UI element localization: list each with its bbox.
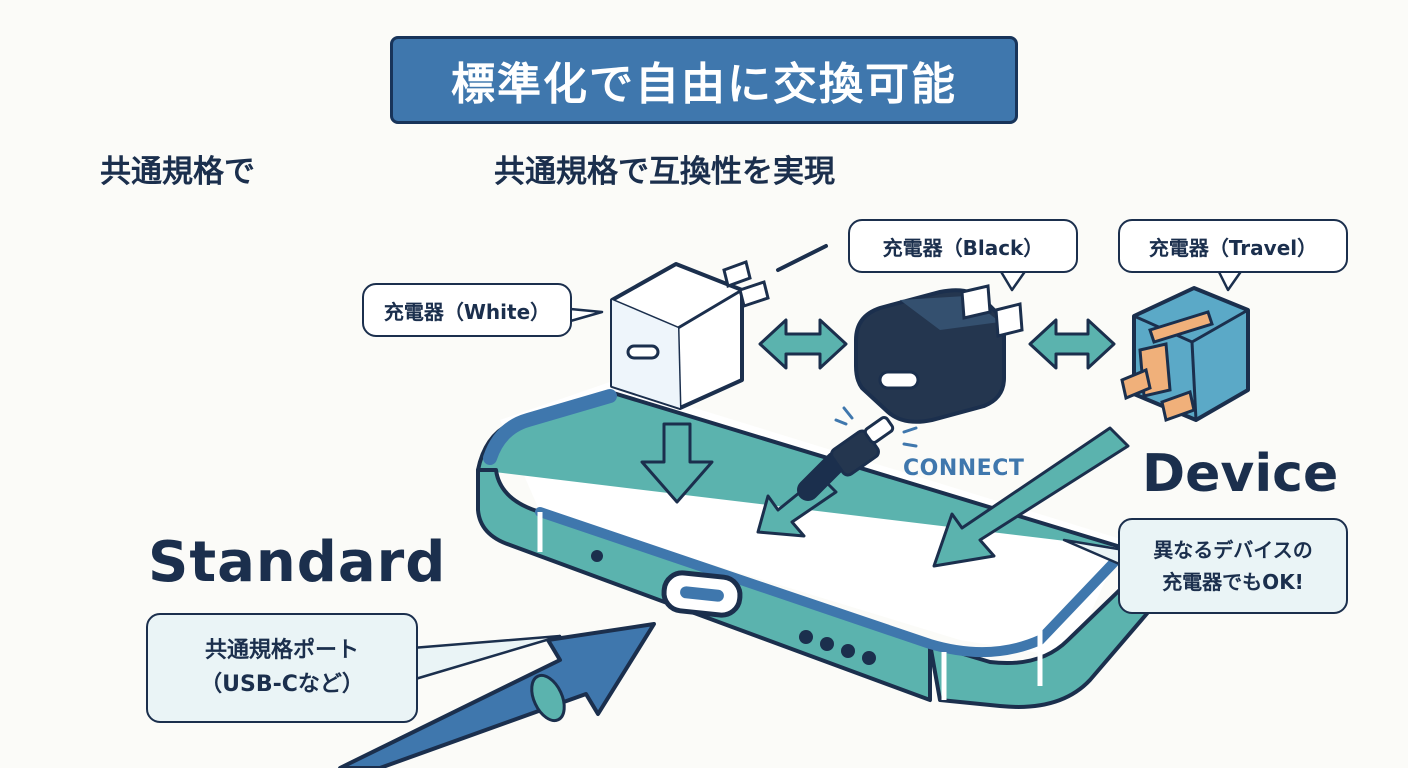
swap-arrow-right bbox=[1028, 318, 1116, 370]
diagonal-arrow-travel bbox=[932, 426, 1130, 568]
down-arrow-white bbox=[640, 422, 714, 504]
swap-arrow-left bbox=[758, 318, 848, 370]
connect-spark-icon bbox=[834, 406, 918, 448]
standard-label: Standard bbox=[148, 530, 447, 595]
label-charger-travel: 充電器（Travel） bbox=[1118, 219, 1348, 273]
charger-black bbox=[854, 284, 1024, 424]
heading-left: 共通規格で bbox=[100, 154, 255, 190]
usb-cable bbox=[797, 416, 895, 501]
label-charger-black: 充電器（Black） bbox=[848, 219, 1078, 273]
charger-white bbox=[610, 260, 770, 410]
label-charger-white: 充電器（White） bbox=[362, 283, 572, 337]
port-callout-line1: 共通規格ポート bbox=[204, 638, 359, 663]
connect-label: CONNECT bbox=[903, 456, 1025, 481]
heading-center: 共通規格で互換性を実現 bbox=[494, 154, 835, 190]
port-pointer-arrow bbox=[338, 622, 656, 768]
title-banner: 標準化で自由に交換可能 bbox=[390, 36, 1018, 124]
port-callout: 共通規格ポート （USB-Cなど） bbox=[146, 613, 418, 723]
compatibility-callout: 異なるデバイスの 充電器でもOK! bbox=[1118, 518, 1348, 614]
speaker-grille bbox=[799, 630, 876, 665]
compatibility-callout-line2: 充電器でもOK! bbox=[1162, 570, 1304, 594]
port-callout-line2: （USB-Cなど） bbox=[200, 672, 364, 697]
compatibility-callout-line1: 異なるデバイスの bbox=[1153, 538, 1313, 562]
charger-travel bbox=[1120, 286, 1250, 422]
device-label: Device bbox=[1142, 444, 1339, 504]
